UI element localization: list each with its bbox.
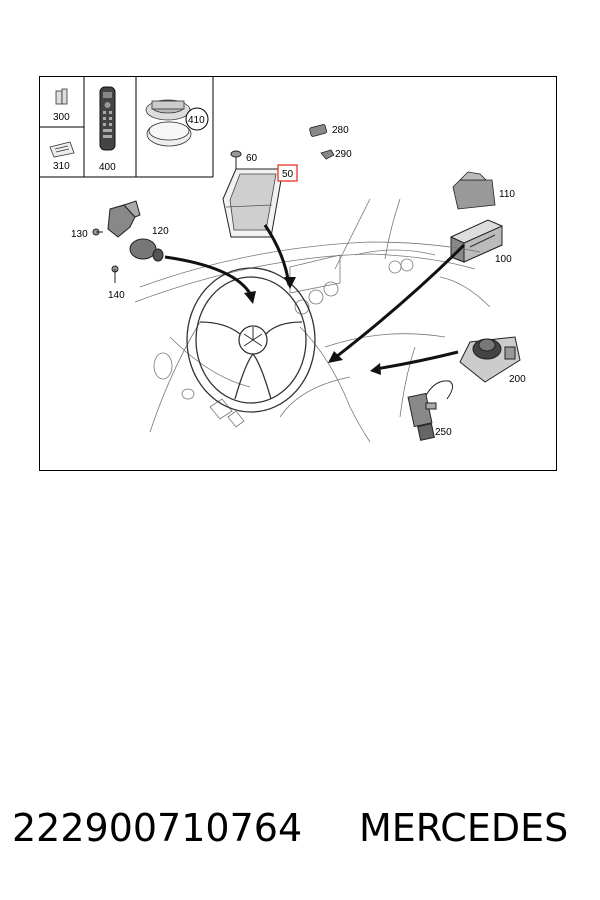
control-unit-icon xyxy=(450,219,503,263)
connector-icon xyxy=(309,124,335,160)
label-400: 400 xyxy=(99,162,116,173)
label-100: 100 xyxy=(495,254,512,265)
part-number: 222900710764 xyxy=(12,806,303,850)
label-200: 200 xyxy=(509,374,526,385)
label-50: 50 xyxy=(282,169,294,180)
steering-wheel-drawing xyxy=(186,267,316,413)
brand-name: MERCEDES xyxy=(359,806,569,850)
bolt-icon xyxy=(92,228,103,236)
steering-switch-icon xyxy=(107,200,164,262)
diagram-canvas: 300 310 400 410 xyxy=(40,77,526,443)
inset-grid xyxy=(40,77,214,178)
touch-controller-icon xyxy=(459,336,521,383)
dashboard-drawing xyxy=(134,198,491,443)
label-310: 310 xyxy=(53,161,70,172)
label-290: 290 xyxy=(335,149,352,160)
label-60: 60 xyxy=(246,153,258,164)
label-140: 140 xyxy=(108,290,125,301)
label-110: 110 xyxy=(499,189,515,200)
speaker-cover-icon xyxy=(145,99,192,147)
sticker-icon xyxy=(49,141,75,158)
parts-diagram: 300 310 400 410 xyxy=(39,76,557,471)
pointer-arrows xyxy=(164,224,466,375)
label-120: 120 xyxy=(152,226,169,237)
cable-harness-icon xyxy=(407,380,453,441)
remote-control-icon xyxy=(99,86,116,151)
product-caption: 222900710764 MERCEDES xyxy=(0,806,600,866)
screw-140-icon xyxy=(111,265,119,283)
clip-part-icon xyxy=(55,88,68,105)
label-300: 300 xyxy=(53,112,70,123)
label-280: 280 xyxy=(332,125,349,136)
highlight-box-50 xyxy=(277,164,298,182)
screw-icon xyxy=(230,150,242,169)
display-screen-part xyxy=(222,168,284,238)
label-410: 410 xyxy=(188,115,205,126)
callout-circle-410 xyxy=(185,107,209,131)
bracket-icon xyxy=(452,171,496,210)
label-130: 130 xyxy=(71,229,88,240)
label-250: 250 xyxy=(435,427,452,438)
